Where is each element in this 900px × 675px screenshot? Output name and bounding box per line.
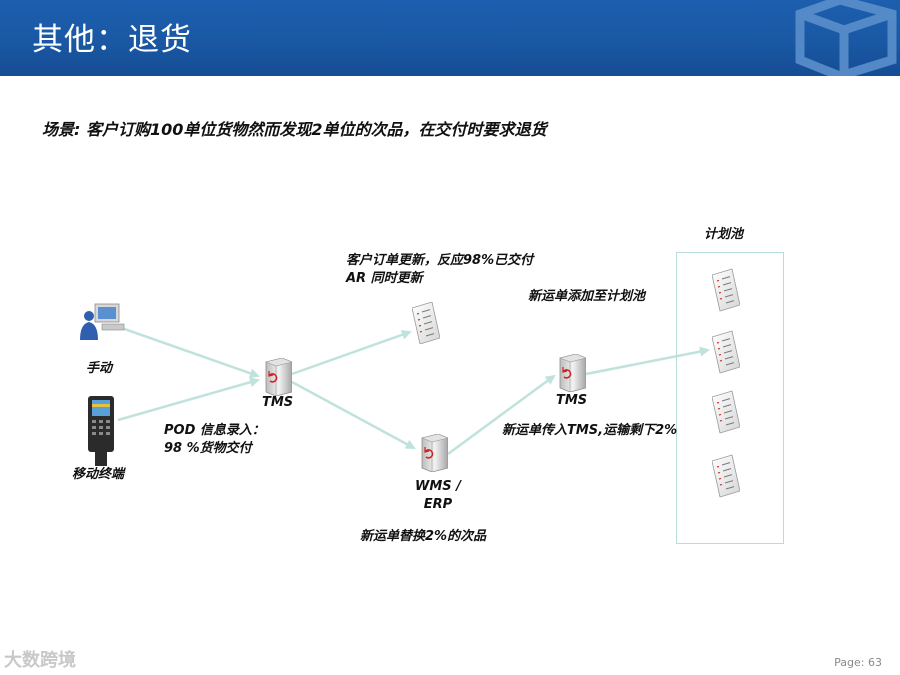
wms-server-icon xyxy=(421,434,448,472)
new-waybill-replace-label: 新运单替换2%的次品 xyxy=(360,529,487,544)
wms-erp-line2: ERP xyxy=(423,497,453,512)
new-waybill-transmit-label: 新运单传入TMS,运输剩下2% xyxy=(502,423,678,438)
wms-erp-line1: WMS / xyxy=(415,479,461,494)
arrow-tms-right-to-pool xyxy=(585,346,710,376)
manual-user-icon xyxy=(80,303,125,340)
tms-left-server-icon xyxy=(265,358,292,396)
arrow-wms-to-tms-right xyxy=(447,374,556,456)
slide-title: 其他：退货 xyxy=(32,22,192,58)
order-update-label: 客户订单更新，反应98%已交付 AR 同时更新 xyxy=(346,252,533,288)
planning-pool-box xyxy=(676,252,784,544)
order-update-line2: AR 同时更新 xyxy=(346,271,423,286)
mobile-terminal-icon xyxy=(88,396,114,466)
cube-logo-icon xyxy=(795,0,897,76)
pod-entry-line2: 98 %货物交付 xyxy=(164,441,252,456)
wms-erp-label: WMS / ERP xyxy=(406,478,470,514)
arrow-tms-to-wms xyxy=(291,380,416,450)
mobile-terminal-label: 移动终端 xyxy=(72,467,125,482)
watermark-text: 大数跨境 xyxy=(4,650,76,671)
order-update-line1: 客户订单更新，反应98%已交付 xyxy=(346,253,534,268)
new-waybill-add-label: 新运单添加至计划池 xyxy=(528,289,646,304)
page-number: Page: 63 xyxy=(834,656,882,669)
arrow-manual-to-tms xyxy=(115,324,260,379)
planning-pool-label: 计划池 xyxy=(704,227,744,242)
tms-left-label: TMS xyxy=(262,395,294,410)
title-bar: 其他：退货 xyxy=(0,0,900,76)
watermark-logo: 大数跨境 xyxy=(4,646,76,672)
pod-entry-label: POD 信息录入： 98 %货物交付 xyxy=(164,422,265,458)
pod-entry-line1: POD 信息录入： xyxy=(164,423,265,438)
order-document-icon xyxy=(412,302,440,344)
tms-right-server-icon xyxy=(559,354,586,392)
arrow-mobile-to-tms xyxy=(117,377,260,422)
manual-label: 手动 xyxy=(86,361,113,376)
tms-right-label: TMS xyxy=(556,393,588,408)
scenario-text: 场景: 客户订购100单位货物然而发现2单位的次品，在交付时要求退货 xyxy=(42,120,547,139)
arrow-tms-to-order-doc xyxy=(291,329,412,376)
